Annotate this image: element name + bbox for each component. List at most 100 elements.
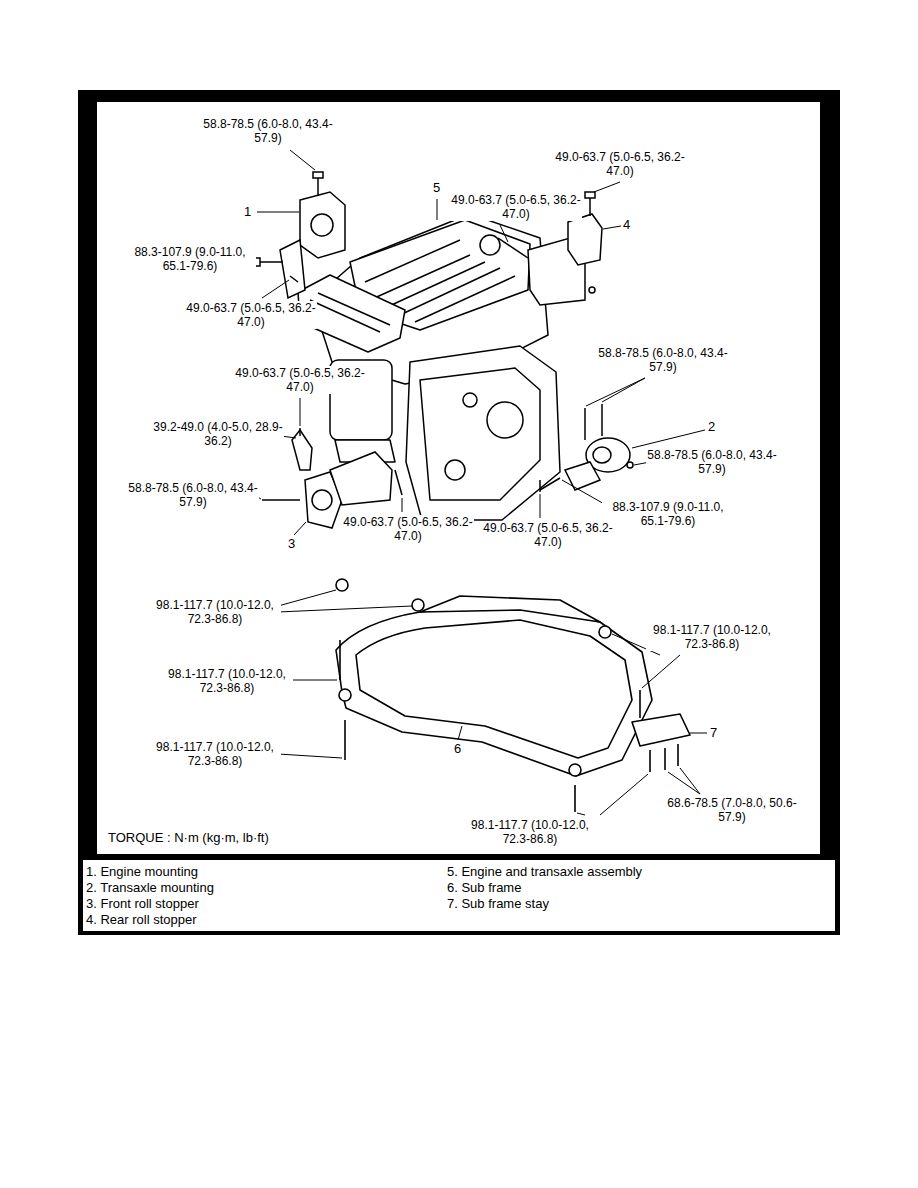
drawing-panel bbox=[96, 101, 821, 855]
leader-line bbox=[632, 430, 705, 448]
callout-number: 7 bbox=[709, 726, 718, 740]
callout-number: 6 bbox=[453, 742, 462, 756]
leader-line bbox=[257, 212, 299, 213]
bolt bbox=[317, 176, 319, 196]
nut bbox=[589, 287, 595, 293]
bolt bbox=[639, 690, 641, 718]
leader-line bbox=[458, 726, 462, 740]
leader-line bbox=[642, 655, 680, 688]
bolt bbox=[649, 750, 651, 772]
torque-value: 58.8-78.5 (6.0-8.0, 43.4-57.9) bbox=[127, 481, 259, 509]
torque-value: 88.3-107.9 (9.0-11.0, 65.1-79.6) bbox=[602, 500, 734, 528]
leader-line bbox=[562, 480, 606, 505]
leader-lines bbox=[254, 150, 707, 815]
torque-value: 49.0-63.7 (5.0-6.5, 36.2-47.0) bbox=[450, 193, 582, 221]
mount-bracket bbox=[280, 240, 305, 298]
torque-value: 49.0-63.7 (5.0-6.5, 36.2-47.0) bbox=[482, 521, 614, 549]
leader-line bbox=[300, 398, 301, 426]
leader-line bbox=[594, 182, 620, 192]
cover-ribs bbox=[310, 293, 390, 332]
bolt bbox=[589, 196, 591, 216]
torque-value: 98.1-117.7 (10.0-12.0, 72.3-86.8) bbox=[161, 667, 293, 695]
sub-frame-stay bbox=[632, 714, 690, 746]
mount-hole bbox=[336, 579, 348, 591]
torque-value: 39.2-49.0 (4.0-5.0, 28.9-36.2) bbox=[152, 420, 284, 448]
sub-frame bbox=[336, 579, 690, 812]
bolt bbox=[290, 276, 298, 282]
part-list-item: 3. Front roll stopper bbox=[86, 896, 199, 911]
torque-value: 49.0-63.7 (5.0-6.5, 36.2-47.0) bbox=[554, 150, 686, 178]
mount-hole bbox=[412, 599, 424, 611]
leader-line bbox=[668, 772, 700, 794]
sub-frame-outline bbox=[336, 602, 652, 776]
leader-line bbox=[278, 590, 336, 606]
bolt-head bbox=[313, 172, 323, 178]
torque-value: 58.8-78.5 (6.0-8.0, 43.4-57.9) bbox=[202, 117, 334, 145]
bolt bbox=[574, 785, 576, 812]
torque-value: 58.8-78.5 (6.0-8.0, 43.4-57.9) bbox=[597, 346, 729, 374]
callout-number: 2 bbox=[707, 420, 716, 434]
transaxle-mounting bbox=[540, 404, 633, 490]
stopper-bracket bbox=[330, 452, 392, 505]
torque-value: 88.3-107.9 (9.0-11.0, 65.1-79.6) bbox=[124, 245, 256, 273]
torque-value: 98.1-117.7 (10.0-12.0, 72.3-86.8) bbox=[149, 740, 281, 768]
sub-frame-inner bbox=[356, 620, 632, 758]
stopper-body bbox=[568, 214, 602, 265]
part-list-item: 1. Engine mounting bbox=[86, 864, 198, 879]
engine-mount bbox=[300, 192, 345, 258]
bolt bbox=[262, 499, 300, 501]
cross-member bbox=[420, 596, 600, 622]
leader-line bbox=[577, 813, 585, 815]
torque-value: 98.1-117.7 (10.0-12.0, 72.3-86.8) bbox=[149, 598, 281, 626]
leader-line bbox=[690, 733, 707, 734]
part-list-item: 7. Sub frame stay bbox=[447, 896, 549, 911]
torque-value: 68.6-78.5 (7.0-8.0, 50.6-57.9) bbox=[666, 796, 798, 824]
leader-line bbox=[540, 494, 541, 518]
torque-value: 98.1-117.7 (10.0-12.0, 72.3-86.8) bbox=[646, 623, 778, 651]
leader-line bbox=[680, 768, 700, 794]
mount-bushing bbox=[593, 447, 611, 463]
callout-number: 4 bbox=[622, 218, 631, 232]
throttle-body bbox=[480, 235, 500, 255]
outer-frame bbox=[78, 90, 840, 935]
leader-line bbox=[586, 378, 645, 406]
part-list-item: 6. Sub frame bbox=[447, 880, 521, 895]
bolt bbox=[677, 744, 679, 766]
bolt bbox=[339, 640, 341, 680]
bolt bbox=[601, 404, 603, 436]
bolt bbox=[395, 470, 402, 495]
bolt bbox=[299, 428, 301, 436]
frame bbox=[78, 90, 840, 935]
torque-value: 58.8-78.5 (6.0-8.0, 43.4-57.9) bbox=[646, 448, 778, 476]
bolt bbox=[498, 238, 528, 258]
bolt bbox=[664, 748, 666, 770]
torque-value: 49.0-63.7 (5.0-6.5, 36.2-47.0) bbox=[234, 366, 366, 394]
leader-line bbox=[437, 199, 438, 220]
bolt-head bbox=[585, 192, 595, 198]
leader-line bbox=[294, 522, 306, 535]
engine-mounting bbox=[254, 172, 345, 298]
callout-number: 1 bbox=[243, 205, 252, 219]
mount-bracket bbox=[565, 462, 600, 490]
part-list-item: 2. Transaxle mounting bbox=[86, 880, 214, 895]
leader-line bbox=[278, 606, 412, 612]
bolt bbox=[344, 720, 346, 760]
torque-unit-note: TORQUE : N·m (kg·m, lb·ft) bbox=[106, 831, 271, 845]
part-list-item: 5. Engine and transaxle assembly bbox=[447, 864, 642, 879]
upper-bracket bbox=[292, 430, 312, 470]
bolt bbox=[584, 408, 586, 440]
leader-line bbox=[290, 680, 337, 681]
bolt bbox=[539, 480, 541, 492]
part-list-item: 4. Rear roll stopper bbox=[86, 912, 197, 927]
transaxle-boss bbox=[487, 402, 523, 438]
leader-line bbox=[603, 226, 621, 229]
front-roll-stopper bbox=[262, 428, 540, 528]
bolt bbox=[540, 478, 560, 490]
leader-line bbox=[262, 280, 289, 298]
transaxle-case bbox=[406, 346, 560, 520]
mount-bushing bbox=[311, 214, 333, 236]
leader-line bbox=[402, 498, 403, 512]
parts-list-panel bbox=[83, 860, 835, 931]
